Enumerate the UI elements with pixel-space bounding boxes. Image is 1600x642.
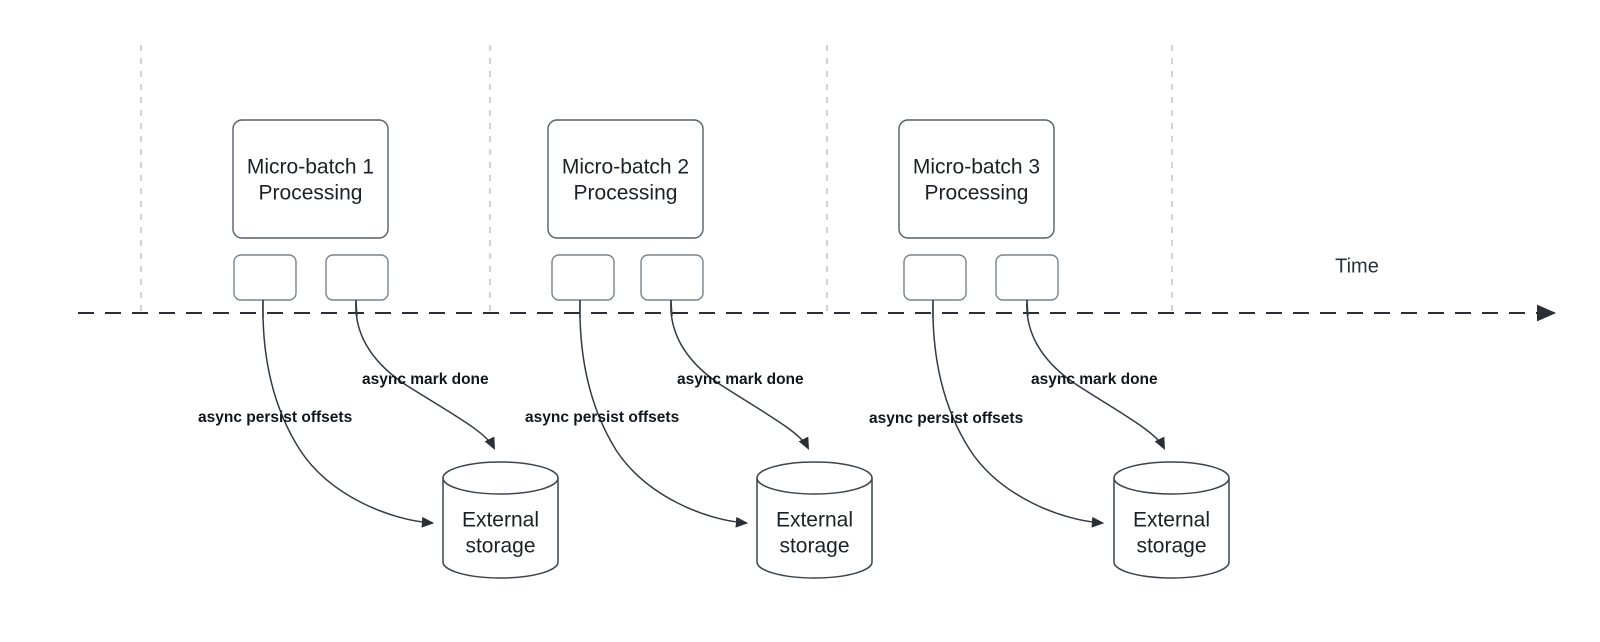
external-storage-cylinder-1[interactable]: External storage [442,461,559,579]
micro-batch-label-1-line2: Processing [259,182,363,205]
cylinder-top-2 [756,461,873,495]
tick-box-persist-2[interactable] [551,254,615,301]
micro-batch-box-2[interactable] [547,119,704,239]
tick-box-persist-1[interactable] [233,254,297,301]
external-storage-label-2-line1: External [776,509,853,532]
edge-async-mark-done-3 [1026,299,1166,451]
cylinder-body-3 [1113,478,1230,579]
tick-box-persist-3[interactable] [903,254,967,301]
tick-box-mark-done-2[interactable] [640,254,704,301]
micro-batch-label-2-line1: Micro-batch 2 [562,156,689,179]
edge-label-async-persist-offsets-3: async persist offsets [869,410,1023,427]
edge-label-async-mark-done-2: async mark done [677,371,804,388]
tick-box-mark-done-3[interactable] [995,254,1059,301]
external-storage-cylinder-3[interactable]: External storage [1113,461,1230,579]
external-storage-label-1-line1: External [462,509,539,532]
micro-batch-label-3-line1: Micro-batch 3 [913,156,1040,179]
micro-batch-group-1: Micro-batch 1 Processing async persist o… [198,119,559,579]
edge-async-persist-offsets-1 [262,299,435,528]
external-storage-label-1-line2: storage [465,535,535,558]
edge-async-persist-offsets-2 [579,299,749,528]
micro-batch-label-1-line1: Micro-batch 1 [247,156,374,179]
micro-batch-box-3[interactable] [898,119,1055,239]
external-storage-label-2-line2: storage [779,535,849,558]
micro-batch-group-2: Micro-batch 2 Processing async persist o… [525,119,873,579]
edge-async-persist-offsets-3 [932,299,1105,528]
micro-batch-label-3-line2: Processing [925,182,1029,205]
micro-batch-group-3: Micro-batch 3 Processing async persist o… [869,119,1230,579]
edge-label-async-mark-done-3: async mark done [1031,371,1158,388]
guide-lines [140,45,1173,317]
edge-async-mark-done-2 [670,299,810,451]
external-storage-label-3-line2: storage [1136,535,1206,558]
tick-box-mark-done-1[interactable] [325,254,389,301]
edge-label-async-mark-done-1: async mark done [362,371,489,388]
edge-label-async-persist-offsets-2: async persist offsets [525,409,679,426]
external-storage-label-3-line1: External [1133,509,1210,532]
edge-async-mark-done-1 [355,299,496,451]
cylinder-body-1 [442,478,559,579]
micro-batch-label-2-line2: Processing [574,182,678,205]
external-storage-cylinder-2[interactable]: External storage [756,461,873,579]
micro-batch-box-1[interactable] [232,119,389,239]
cylinder-top-3 [1113,461,1230,495]
time-axis-label: Time [1335,255,1379,277]
cylinder-top-1 [442,461,559,495]
edge-label-async-persist-offsets-1: async persist offsets [198,409,352,426]
cylinder-body-2 [756,478,873,579]
